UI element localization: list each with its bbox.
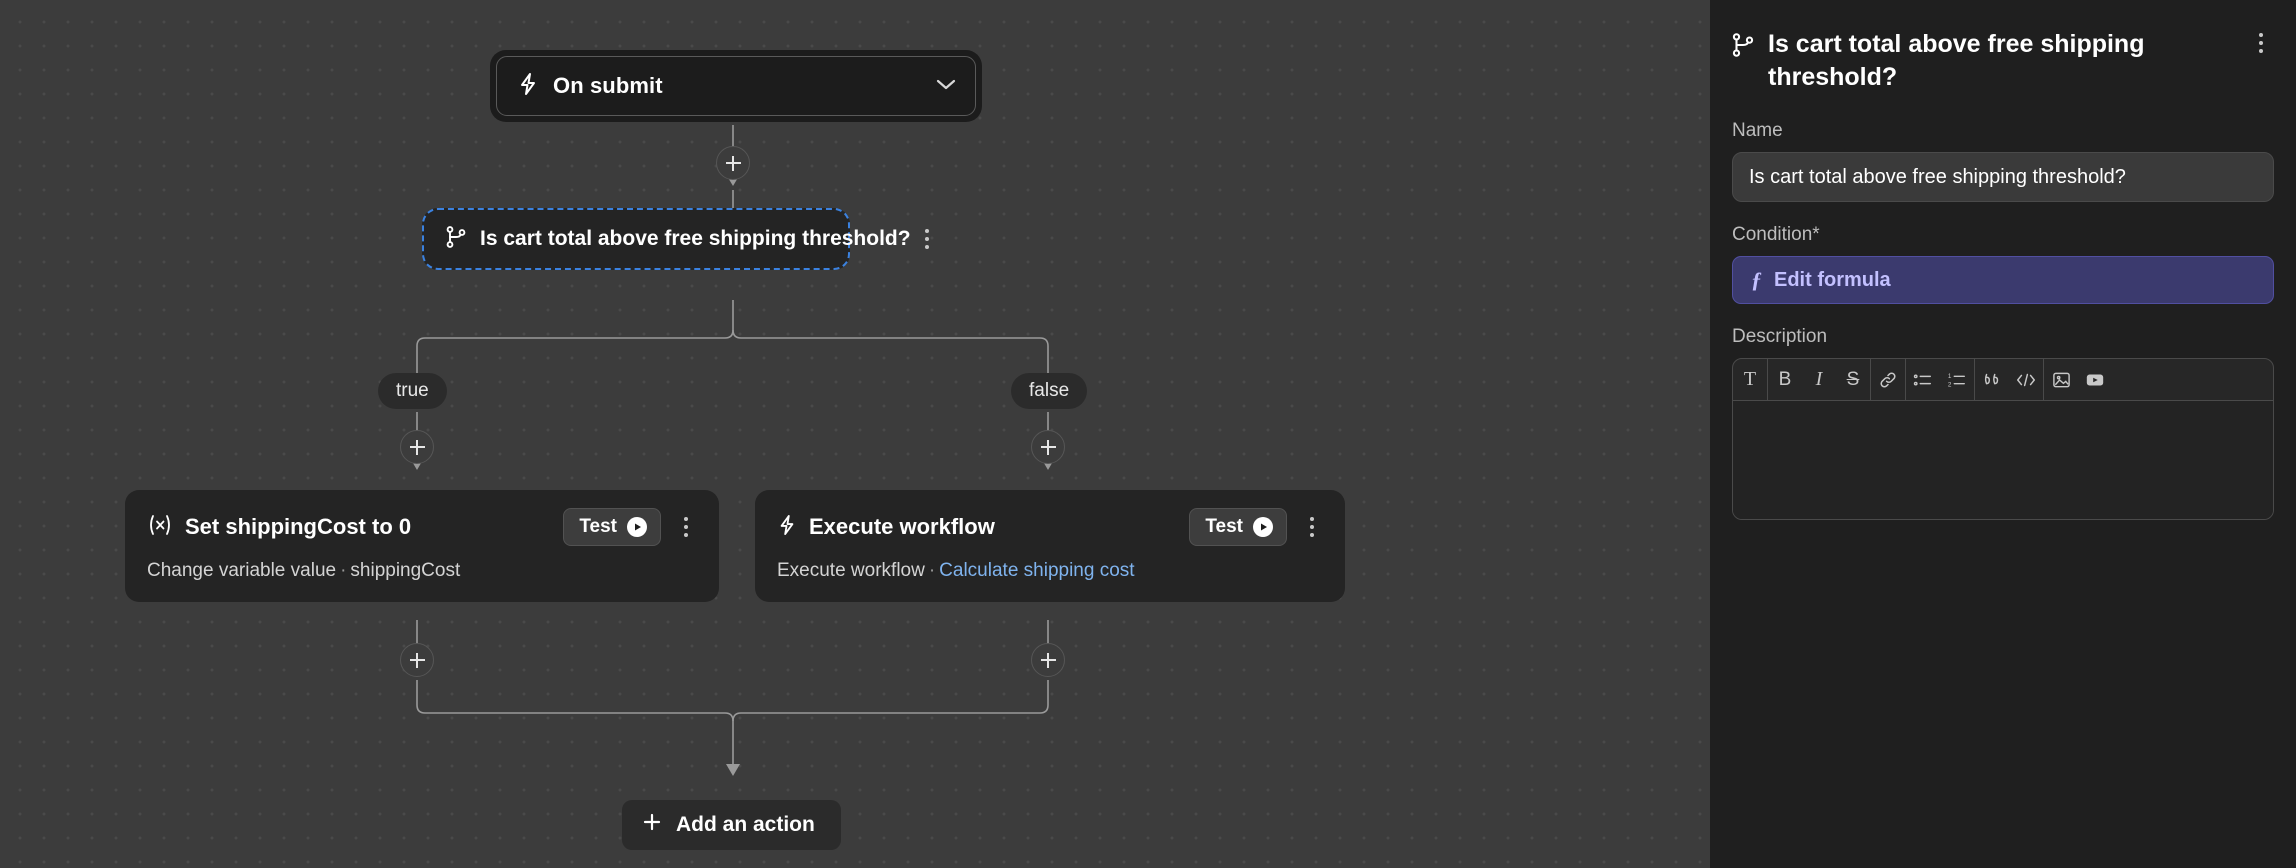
action-card-menu-icon[interactable]: [673, 512, 699, 542]
code-icon[interactable]: [2009, 359, 2043, 400]
lightning-bolt-icon: [517, 72, 539, 101]
toolbar-divider: [1767, 359, 1768, 400]
add-an-action-label: Add an action: [676, 813, 815, 836]
play-icon: [1253, 517, 1273, 537]
toolbar-divider: [1905, 359, 1906, 400]
play-icon: [627, 517, 647, 537]
name-field-label: Name: [1732, 120, 1783, 141]
condition-field-label: Condition*: [1732, 224, 2274, 246]
text-style-icon[interactable]: T: [1743, 368, 1757, 390]
condition-node-menu-icon[interactable]: [924, 224, 929, 254]
condition-node[interactable]: Is cart total above free shipping thresh…: [422, 208, 929, 270]
panel-header: Is cart total above free shipping thresh…: [1732, 22, 2274, 112]
branch-pill-false: false: [1011, 373, 1088, 409]
toolbar-divider: [2043, 359, 2044, 400]
panel-title: Is cart total above free shipping thresh…: [1768, 30, 2145, 91]
rich-text-toolbar[interactable]: T B I S: [1733, 359, 2273, 401]
add-an-action-button[interactable]: Add an action: [622, 800, 841, 850]
action-card-set-variable[interactable]: Set shippingCost to 0 Test Change variab…: [125, 490, 719, 602]
toolbar-divider: [1974, 359, 1975, 400]
add-step-button-1[interactable]: [716, 146, 750, 180]
description-field-label: Description: [1732, 326, 1828, 347]
test-button-label: Test: [1205, 516, 1243, 537]
add-step-button-after-true[interactable]: [400, 643, 434, 677]
bullet-list-icon[interactable]: [1906, 359, 1940, 400]
condition-label-text: Condition: [1732, 224, 1813, 245]
edge-connections: [410, 125, 1055, 776]
action-subtitle-prefix: Execute workflow: [777, 560, 925, 581]
add-step-button-after-false[interactable]: [1031, 643, 1065, 677]
action-card-title: Set shippingCost to 0: [185, 514, 412, 539]
image-icon[interactable]: [2044, 359, 2078, 400]
action-card-menu-icon[interactable]: [1299, 512, 1325, 542]
workflow-canvas[interactable]: On submit Is cart total a: [0, 0, 1710, 868]
action-card-subtitle: Execute workflow·Calculate shipping cost: [777, 560, 1325, 582]
plus-icon: [642, 812, 662, 838]
italic-icon[interactable]: I: [1815, 368, 1823, 390]
toolbar-divider: [1870, 359, 1871, 400]
action-card-header: Set shippingCost to 0 Test: [147, 508, 699, 546]
trigger-node-inner[interactable]: On submit: [496, 56, 976, 116]
description-editor[interactable]: T B I S: [1732, 358, 2274, 520]
required-asterisk: *: [1812, 224, 1820, 245]
branch-icon: [1732, 28, 1754, 63]
numbered-list-icon[interactable]: 1 2: [1940, 359, 1974, 400]
action-card-execute-workflow[interactable]: Execute workflow Test Execute workflow·C…: [755, 490, 1345, 602]
edit-formula-button[interactable]: ƒ Edit formula: [1732, 256, 2274, 304]
branch-pill-true: true: [378, 373, 447, 409]
action-card-header: Execute workflow Test: [777, 508, 1325, 546]
add-step-button-true[interactable]: [400, 430, 434, 464]
test-button-execute-workflow[interactable]: Test: [1189, 508, 1287, 546]
chevron-down-icon[interactable]: [935, 77, 957, 96]
add-step-button-false[interactable]: [1031, 430, 1065, 464]
subtitle-separator: ·: [928, 560, 936, 581]
trigger-label: On submit: [553, 73, 663, 98]
node-details-panel: Is cart total above free shipping thresh…: [1710, 0, 2296, 868]
action-subtitle-prefix: Change variable value: [147, 560, 337, 581]
subtitle-separator: ·: [340, 560, 347, 581]
svg-text:2: 2: [1948, 381, 1952, 388]
strikethrough-icon[interactable]: S: [1846, 368, 1860, 390]
variable-icon: [147, 514, 173, 541]
panel-menu-icon[interactable]: [2248, 28, 2274, 58]
function-icon: ƒ: [1751, 267, 1762, 292]
video-icon[interactable]: [2078, 359, 2112, 400]
name-input[interactable]: Is cart total above free shipping thresh…: [1732, 152, 2274, 202]
link-icon[interactable]: [1871, 359, 1905, 400]
action-card-title: Execute workflow: [809, 514, 995, 539]
test-button-label: Test: [579, 516, 617, 537]
condition-node-label: Is cart total above free shipping thresh…: [480, 227, 911, 250]
description-textarea[interactable]: [1733, 401, 2273, 519]
edit-formula-label: Edit formula: [1774, 268, 1891, 291]
test-button-set-variable[interactable]: Test: [563, 508, 661, 546]
lightning-bolt-icon: [777, 513, 797, 542]
action-card-subtitle: Change variable value·shippingCost: [147, 560, 699, 582]
quote-icon[interactable]: [1975, 359, 2009, 400]
action-subtitle-value: shippingCost: [350, 560, 461, 581]
action-subtitle-link[interactable]: Calculate shipping cost: [939, 560, 1135, 581]
svg-text:1: 1: [1948, 373, 1952, 380]
bold-icon[interactable]: B: [1778, 368, 1792, 390]
branch-icon: [446, 225, 466, 254]
trigger-node[interactable]: On submit: [490, 50, 982, 122]
